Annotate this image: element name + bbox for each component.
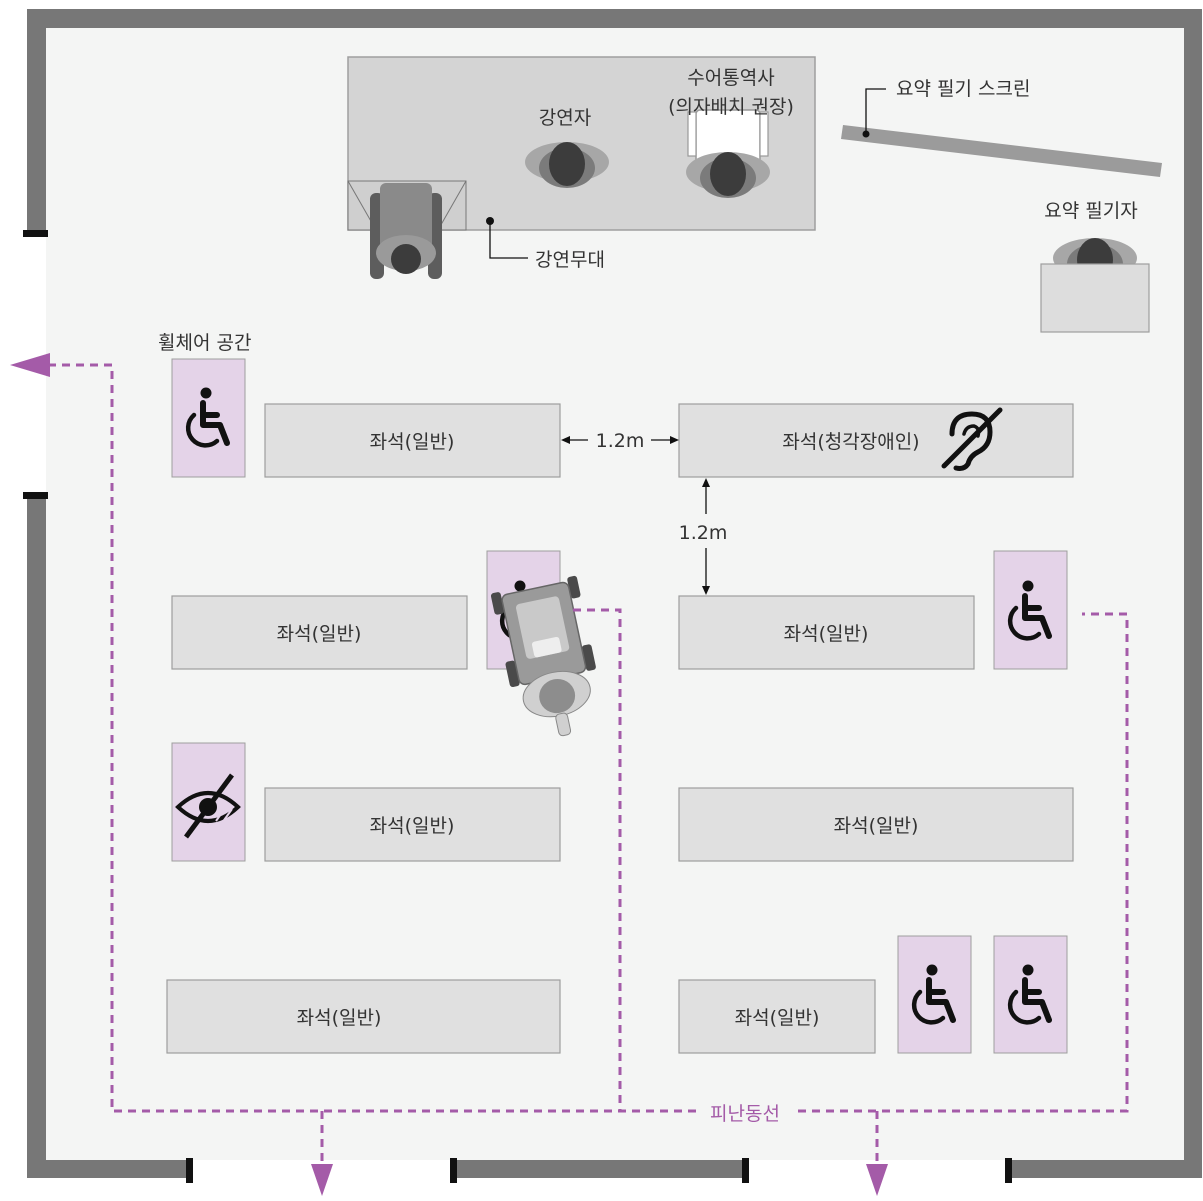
- accessible-space-5: [993, 935, 1068, 1054]
- seat-label: 좌석(일반): [370, 815, 455, 837]
- seat-label: 좌석(청각장애인): [782, 431, 919, 453]
- visually-impaired-icon: [175, 773, 241, 839]
- exit-arrow-icon: [10, 353, 888, 1196]
- accessible-space-1: [171, 358, 246, 478]
- interpreter-label-line2: (의자배치 권장): [668, 96, 794, 118]
- screen-label: 요약 필기 스크린: [896, 78, 1030, 100]
- dimension-vertical: 1.2m: [679, 478, 728, 595]
- evacuation-label: 피난동선: [710, 1103, 780, 1125]
- interpreter-chair: [687, 109, 769, 169]
- seat-label: 좌석(일반): [784, 623, 869, 645]
- seat-block: 좌석(일반): [678, 979, 876, 1054]
- summary-writer-desk: [1040, 263, 1150, 333]
- accessible-space-3: [993, 550, 1068, 670]
- summary-screen: [841, 125, 1162, 177]
- evacuation-route: [48, 363, 1129, 1168]
- seat-label: 좌석(일반): [834, 815, 919, 837]
- gap-horizontal-label: 1.2m: [596, 430, 645, 452]
- gap-vertical-label: 1.2m: [679, 522, 728, 544]
- seat-block: 좌석(일반): [678, 595, 975, 670]
- accessible-space-4: [897, 935, 972, 1054]
- summary-writer-label: 요약 필기자: [1044, 200, 1137, 222]
- seat-label: 좌석(일반): [297, 1007, 382, 1029]
- interpreter-label-line1: 수어통역사: [687, 67, 774, 89]
- seat-block: 좌석(일반): [678, 787, 1074, 862]
- seat-block: 좌석(일반): [264, 403, 561, 478]
- seat-block-hearing: 좌석(청각장애인): [678, 403, 1074, 478]
- room-walls: [27, 9, 1202, 1178]
- hearing-impaired-icon: [941, 407, 1003, 471]
- stage-label: 강연무대: [535, 249, 605, 271]
- door-jambs: [23, 230, 1012, 1183]
- seat-block: 좌석(일반): [171, 595, 468, 670]
- seat-label: 좌석(일반): [735, 1007, 820, 1029]
- wheelchair-user-top-view-icon: [370, 183, 442, 279]
- accessible-space-visual: [171, 742, 246, 862]
- seat-block: 좌석(일반): [264, 787, 561, 862]
- dimension-horizontal: 1.2m: [561, 430, 679, 452]
- seat-label: 좌석(일반): [370, 431, 455, 453]
- wheelchair-user-top-view-icon: [490, 575, 596, 737]
- wheelchair-space-label: 휠체어 공간: [158, 332, 251, 354]
- speaker-label: 강연자: [539, 107, 591, 129]
- seat-block: 좌석(일반): [166, 979, 561, 1054]
- seat-label: 좌석(일반): [277, 623, 362, 645]
